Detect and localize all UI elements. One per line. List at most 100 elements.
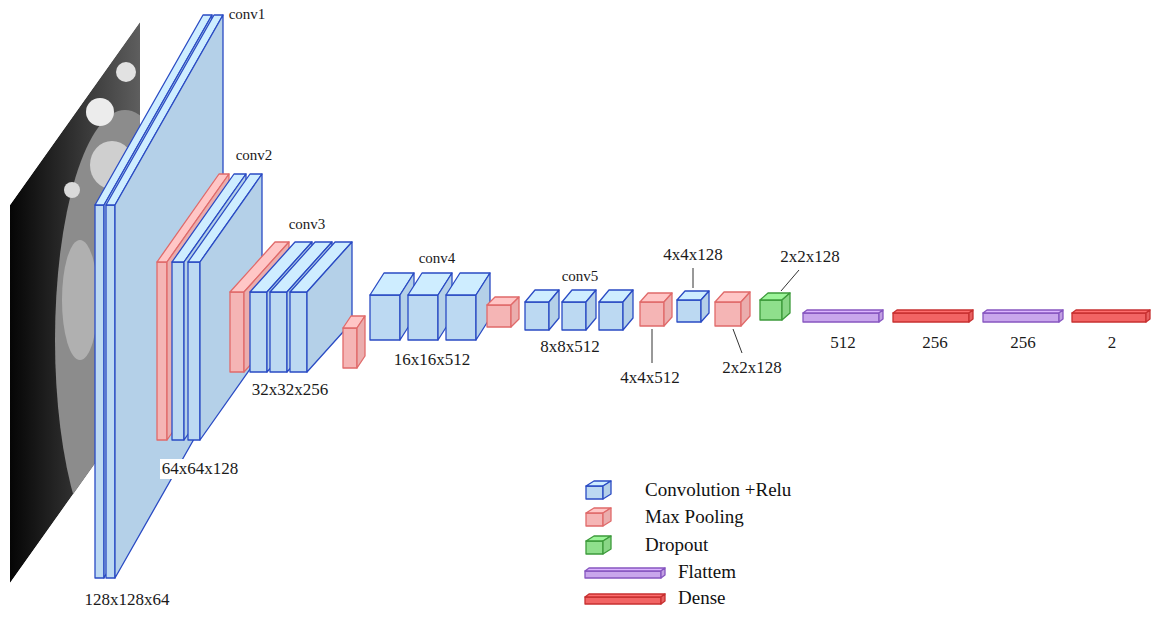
dense-bar-face <box>893 310 973 313</box>
legend-row: Max Pooling <box>583 505 883 529</box>
pool-block <box>715 292 750 326</box>
legend-row: Flattem <box>583 560 883 584</box>
legend-swatch <box>583 560 667 584</box>
legend-swatch-face <box>586 513 603 526</box>
leader-lines <box>652 268 799 363</box>
dropout-block <box>760 293 790 320</box>
conv-block-face <box>549 290 559 330</box>
flatten-bar-face <box>879 310 883 322</box>
legend-swatch-face <box>586 541 603 554</box>
pool-block-face <box>664 293 672 326</box>
flatten-bar-face <box>1059 310 1063 322</box>
legend-swatch <box>583 533 615 557</box>
layer-name: conv2 <box>234 147 275 164</box>
pool-block-face <box>487 305 511 327</box>
dimension-label: 2x2x128 <box>778 247 842 267</box>
dimension-label: 4x4x512 <box>618 368 682 388</box>
swatch-shape <box>586 481 611 499</box>
swatch-shape <box>585 594 665 604</box>
dimension-label: 64x64x128 <box>160 459 241 479</box>
flatten-bar <box>983 310 1063 322</box>
dense-bar-face <box>969 310 973 322</box>
dimension-label: 2x2x128 <box>720 358 784 378</box>
unit-count: 256 <box>1008 333 1038 353</box>
legend-text: Flattem <box>678 560 736 584</box>
legend-row: Dense <box>583 586 883 610</box>
pool-block <box>640 293 672 326</box>
legend-swatch-face <box>586 508 611 513</box>
conv-block <box>446 273 490 340</box>
layer-name: conv4 <box>417 250 458 267</box>
conv-block-face <box>290 292 307 372</box>
legend-swatch-face <box>585 568 665 571</box>
swatch-shape <box>585 568 665 578</box>
conv-block-face <box>188 262 200 440</box>
ct-blob <box>62 240 98 360</box>
pool-block-face <box>343 328 357 368</box>
leader-line <box>652 329 653 363</box>
legend-swatch-face <box>586 486 603 499</box>
layer-name: conv3 <box>287 216 328 233</box>
leader-line <box>781 270 799 291</box>
ct-blob <box>86 98 114 126</box>
legend-row: Convolution +Relu <box>583 478 883 502</box>
pool-block-face <box>511 297 519 327</box>
legend-swatch-face <box>603 508 611 526</box>
conv-block <box>677 291 709 322</box>
conv-block-face <box>270 292 287 372</box>
pool-block-face <box>640 302 664 326</box>
dense-bar-face <box>1072 310 1150 313</box>
layer-name: conv1 <box>227 6 268 23</box>
dense-bar-face <box>1072 313 1146 322</box>
conv-block-face <box>106 205 115 578</box>
pool-block-face <box>357 316 365 368</box>
legend-swatch-face <box>603 536 611 554</box>
conv-block-face <box>95 205 104 578</box>
pool-block <box>343 316 365 368</box>
conv-block-face <box>562 302 586 330</box>
dimension-label: 32x32x256 <box>250 380 331 400</box>
leader-line <box>733 329 742 353</box>
ct-blob <box>64 182 80 198</box>
flatten-bar-face <box>983 313 1059 322</box>
legend-swatch-face <box>661 568 665 578</box>
legend-text: Dense <box>678 586 725 610</box>
pool-block <box>487 297 519 327</box>
conv-block <box>525 290 559 330</box>
leader-line <box>693 268 694 288</box>
unit-count: 512 <box>828 333 858 353</box>
legend-text: Max Pooling <box>645 505 744 529</box>
pool-block-face <box>741 292 750 326</box>
conv-block-face <box>172 262 184 440</box>
conv-block-face <box>370 295 400 340</box>
dropout-block-face <box>782 293 790 320</box>
conv-block-face <box>446 295 476 340</box>
pool-block-face <box>715 302 741 326</box>
flatten-bar-face <box>803 313 879 322</box>
pool-block-face <box>157 262 167 440</box>
legend-text: Dropout <box>645 533 708 557</box>
flatten-bar-face <box>803 310 883 313</box>
dense-bar <box>1072 310 1150 322</box>
conv-block-face <box>250 292 267 372</box>
conv-block-face <box>586 290 596 330</box>
conv-block-face <box>408 295 438 340</box>
legend-swatch-face <box>661 594 665 604</box>
conv-block <box>562 290 596 330</box>
legend-swatch-face <box>586 536 611 541</box>
dimension-label: 8x8x512 <box>538 337 602 357</box>
dropout-block-face <box>760 300 782 320</box>
swatch-shape <box>586 536 611 554</box>
conv-block-face <box>701 291 709 322</box>
layer-blocks <box>95 15 1150 578</box>
conv-block <box>599 290 633 330</box>
legend-row: Dropout <box>583 533 883 557</box>
flatten-bar <box>803 310 883 322</box>
legend-text: Convolution +Relu <box>645 478 791 502</box>
dense-bar-face <box>1146 310 1150 322</box>
ct-blob <box>116 62 136 82</box>
dimension-label: 4x4x128 <box>661 245 725 265</box>
